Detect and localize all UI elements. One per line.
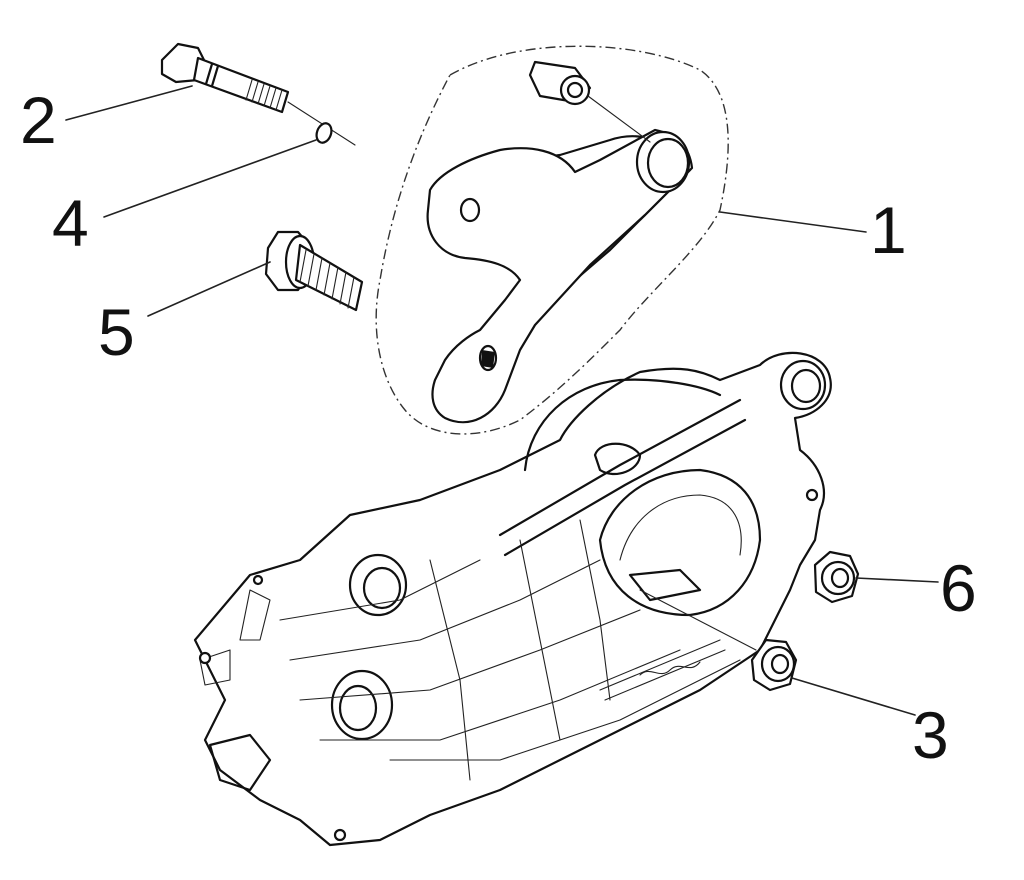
leader-line-2 [65,85,193,121]
leader-line-6 [855,577,939,583]
callout-1: 1 [870,193,907,267]
leader-line-3 [791,677,916,716]
part-6-flange-nut [813,550,860,604]
callout-3: 3 [912,698,949,772]
part-3-flange-nut [639,589,798,692]
leader-line-5 [147,261,271,317]
assembly-boundary-outline [375,45,729,435]
part-5-flange-bolt [264,230,364,312]
callout-labels: 1 2 3 4 5 6 [20,83,977,772]
callout-2: 2 [20,83,57,157]
callout-5: 5 [98,295,135,369]
callout-4: 4 [52,186,89,260]
leader-line-1 [719,211,867,233]
crankcase-housing [193,351,832,847]
leader-line-4 [103,139,317,218]
part-1-mount-bracket-group [375,45,729,435]
part-2-pivot-bolt [160,42,356,146]
leader-lines [65,85,939,716]
part-4-o-ring [315,122,333,144]
mount-bracket [426,60,694,424]
callout-6: 6 [940,551,977,625]
